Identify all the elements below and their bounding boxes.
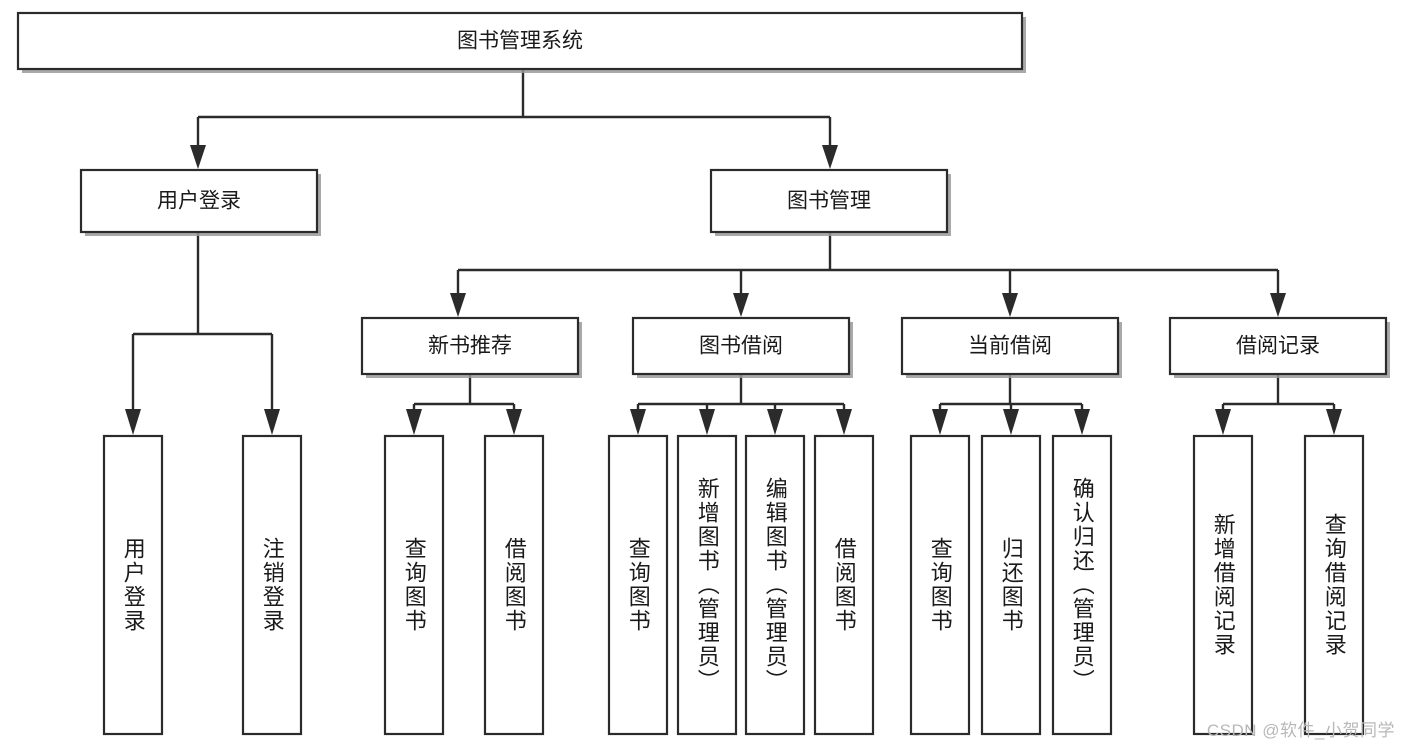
node-new-book-recommend[interactable]: 新书推荐	[360, 316, 582, 378]
node-book-management-label: 图书管理	[787, 190, 871, 213]
node-new-book-recommend-rect	[360, 316, 580, 376]
node-new-book-recommend-label: 新书推荐	[428, 335, 512, 358]
node-user-login[interactable]: 用户登录	[79, 168, 321, 236]
node-current-borrow-label: 当前借阅	[968, 335, 1052, 358]
arrow-to-leaf-current-return-book	[1003, 409, 1019, 435]
edge-layer	[125, 69, 1342, 435]
node-user-login-label: 用户登录	[157, 190, 241, 213]
leaf-record-add-rect[interactable]	[1192, 434, 1254, 736]
node-book-borrow-rect	[631, 316, 851, 376]
node-user-login-rect	[79, 168, 319, 234]
leaf-user-login-rect[interactable]	[102, 434, 164, 736]
node-root[interactable]: 图书管理系统	[16, 11, 1026, 73]
node-current-borrow[interactable]: 当前借阅	[900, 316, 1122, 378]
arrow-to-leaf-borrow-query-book	[630, 409, 646, 435]
node-borrow-record[interactable]: 借阅记录	[1168, 316, 1390, 378]
arrow-to-leaf-borrow-edit-book	[767, 409, 783, 435]
node-borrow-record-label: 借阅记录	[1236, 335, 1320, 358]
leaf-record-query-rect[interactable]	[1303, 434, 1365, 736]
arrow-to-leaf-rec-borrow-book	[506, 409, 522, 435]
node-book-management[interactable]: 图书管理	[709, 168, 951, 236]
node-current-borrow-rect	[900, 316, 1120, 376]
arrow-to-borrow-record	[1270, 293, 1286, 317]
arrow-to-new-book-recommend	[450, 293, 466, 317]
arrow-to-leaf-record-query	[1326, 409, 1342, 435]
leaf-borrow-query-book-rect[interactable]	[607, 434, 669, 736]
arrow-to-book-management	[822, 145, 838, 169]
node-root-label: 图书管理系统	[457, 30, 583, 53]
node-root-rect	[16, 11, 1024, 71]
arrow-to-book-borrow	[733, 293, 749, 317]
leaf-borrow-edit-book-rect[interactable]	[744, 434, 806, 736]
leaf-current-query-book-rect[interactable]	[909, 434, 971, 736]
node-book-management-rect	[709, 168, 949, 234]
leaf-borrow-add-book-rect[interactable]	[676, 434, 738, 736]
csdn-watermark: CSDN @软件_小贺同学	[1206, 721, 1395, 740]
arrow-to-leaf-user-logout	[264, 409, 280, 435]
arrow-to-current-borrow	[1002, 293, 1018, 317]
leaf-current-confirm-return-rect[interactable]	[1051, 434, 1113, 736]
arrow-to-leaf-record-add	[1215, 409, 1231, 435]
node-book-borrow-label: 图书借阅	[699, 335, 783, 358]
arrow-to-leaf-user-login	[125, 409, 141, 435]
node-book-borrow[interactable]: 图书借阅	[631, 316, 853, 378]
leaf-node-layer	[102, 434, 1365, 736]
node-borrow-record-rect	[1168, 316, 1388, 376]
arrow-to-leaf-current-confirm-return	[1074, 409, 1090, 435]
arrow-to-leaf-current-query-book	[932, 409, 948, 435]
arrow-to-leaf-borrow-lend-book	[836, 409, 852, 435]
leaf-rec-query-book-rect[interactable]	[383, 434, 445, 736]
arrow-to-user-login	[190, 145, 206, 169]
arrow-to-leaf-rec-query-book	[406, 409, 422, 435]
leaf-rec-borrow-book-rect[interactable]	[483, 434, 545, 736]
leaf-borrow-lend-book-rect[interactable]	[813, 434, 875, 736]
leaf-current-return-book-rect[interactable]	[980, 434, 1042, 736]
arrow-to-leaf-borrow-add-book	[699, 409, 715, 435]
leaf-user-logout-rect[interactable]	[241, 434, 303, 736]
